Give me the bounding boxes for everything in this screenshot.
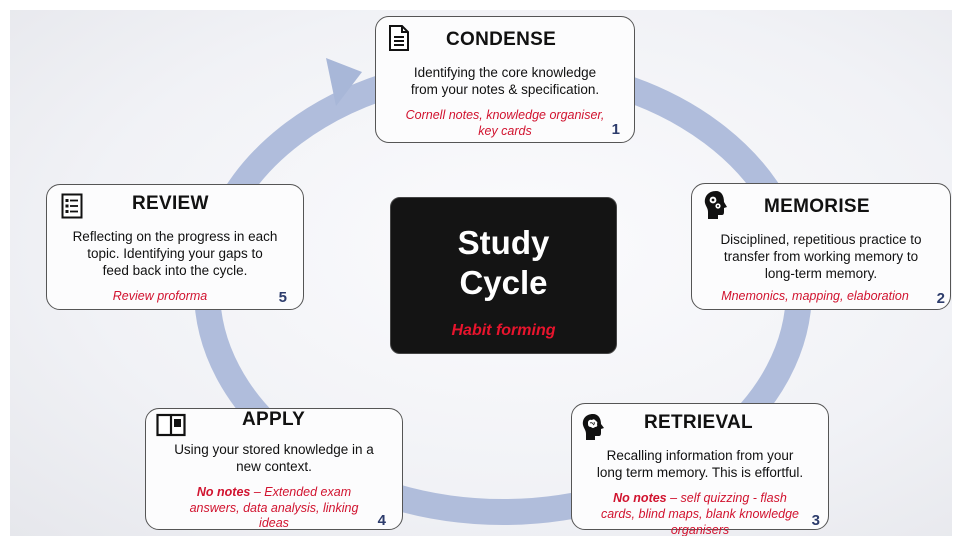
stage-example-line: Mnemonics, mapping, elaboration [721, 289, 909, 303]
center-title-line2: Cycle [459, 264, 548, 301]
stage-desc-line: Using your stored knowledge in a [174, 442, 374, 457]
stage-desc-line: Identifying the core knowledge [413, 65, 597, 80]
stage-number: 3 [811, 512, 820, 529]
stage-example-line: ideas [259, 516, 289, 530]
head-gears-icon [704, 191, 727, 219]
stage-number: 5 [278, 289, 287, 306]
stage-example-line: cards, blind maps, blank knowledge [600, 507, 800, 521]
stage-example-line: key cards [478, 124, 532, 138]
checklist-icon [61, 193, 83, 219]
center-title-line1: Study [457, 224, 550, 261]
stage-example-line: No notes – self quizzing - flash [572, 490, 828, 506]
stage-example-line: Cornell notes, knowledge organiser, [405, 108, 605, 122]
stage-apply-card: APPLY Using your stored knowledge in a n… [145, 408, 403, 530]
no-notes-label: No notes [613, 491, 667, 505]
study-cycle-center-box: Study Cycle Habit forming [390, 197, 617, 354]
stage-number: 4 [377, 512, 386, 529]
stage-number: 2 [936, 290, 945, 307]
stage-desc-line: Disciplined, repetitious practice to [720, 232, 922, 247]
stage-retrieval-card: RETRIEVAL Recalling information from you… [571, 403, 829, 536]
stage-desc-line: from your notes & specification. [410, 82, 600, 97]
center-subtitle: Habit forming [451, 322, 556, 339]
stage-title: RETRIEVAL [644, 412, 753, 433]
stage-title: MEMORISE [764, 196, 870, 217]
stage-title: REVIEW [132, 193, 209, 214]
stage-desc-line: Recalling information from your [606, 448, 794, 463]
stage-example-text: – self quizzing - flash [666, 491, 787, 505]
stage-desc-line: topic. Identifying your gaps to [87, 246, 263, 261]
stage-example-line: answers, data analysis, linking [189, 501, 359, 515]
open-book-icon [156, 413, 186, 437]
stage-number: 1 [611, 121, 620, 138]
stage-desc-line: feed back into the cycle. [102, 263, 248, 278]
stage-example-text: – Extended exam [250, 485, 352, 499]
stage-title: CONDENSE [446, 29, 557, 50]
screen: CONDENSE Identifying the core knowledge … [10, 10, 952, 536]
stage-desc-line: long term memory. This is effortful. [596, 465, 804, 480]
stage-condense-card: CONDENSE Identifying the core knowledge … [375, 16, 635, 143]
stage-memorise-card: MEMORISE Disciplined, repetitious practi… [691, 183, 951, 310]
stage-review-card: REVIEW Reflecting on the progress in eac… [46, 184, 304, 310]
stage-desc-line: new context. [236, 459, 312, 474]
stage-title: APPLY [242, 409, 306, 430]
stage-example-line: Review proforma [112, 289, 208, 303]
stage-desc-line: Reflecting on the progress in each [72, 229, 278, 244]
document-icon [389, 25, 409, 51]
stage-example-line: organisers [670, 523, 730, 536]
stage-desc-line: long-term memory. [764, 266, 878, 281]
no-notes-label: No notes [196, 485, 251, 499]
stage-desc-line: transfer from working memory to [723, 249, 919, 264]
head-brain-icon [582, 414, 604, 440]
cycle-arrowhead [326, 58, 362, 106]
stage-example-line: No notes – Extended exam [146, 484, 402, 500]
